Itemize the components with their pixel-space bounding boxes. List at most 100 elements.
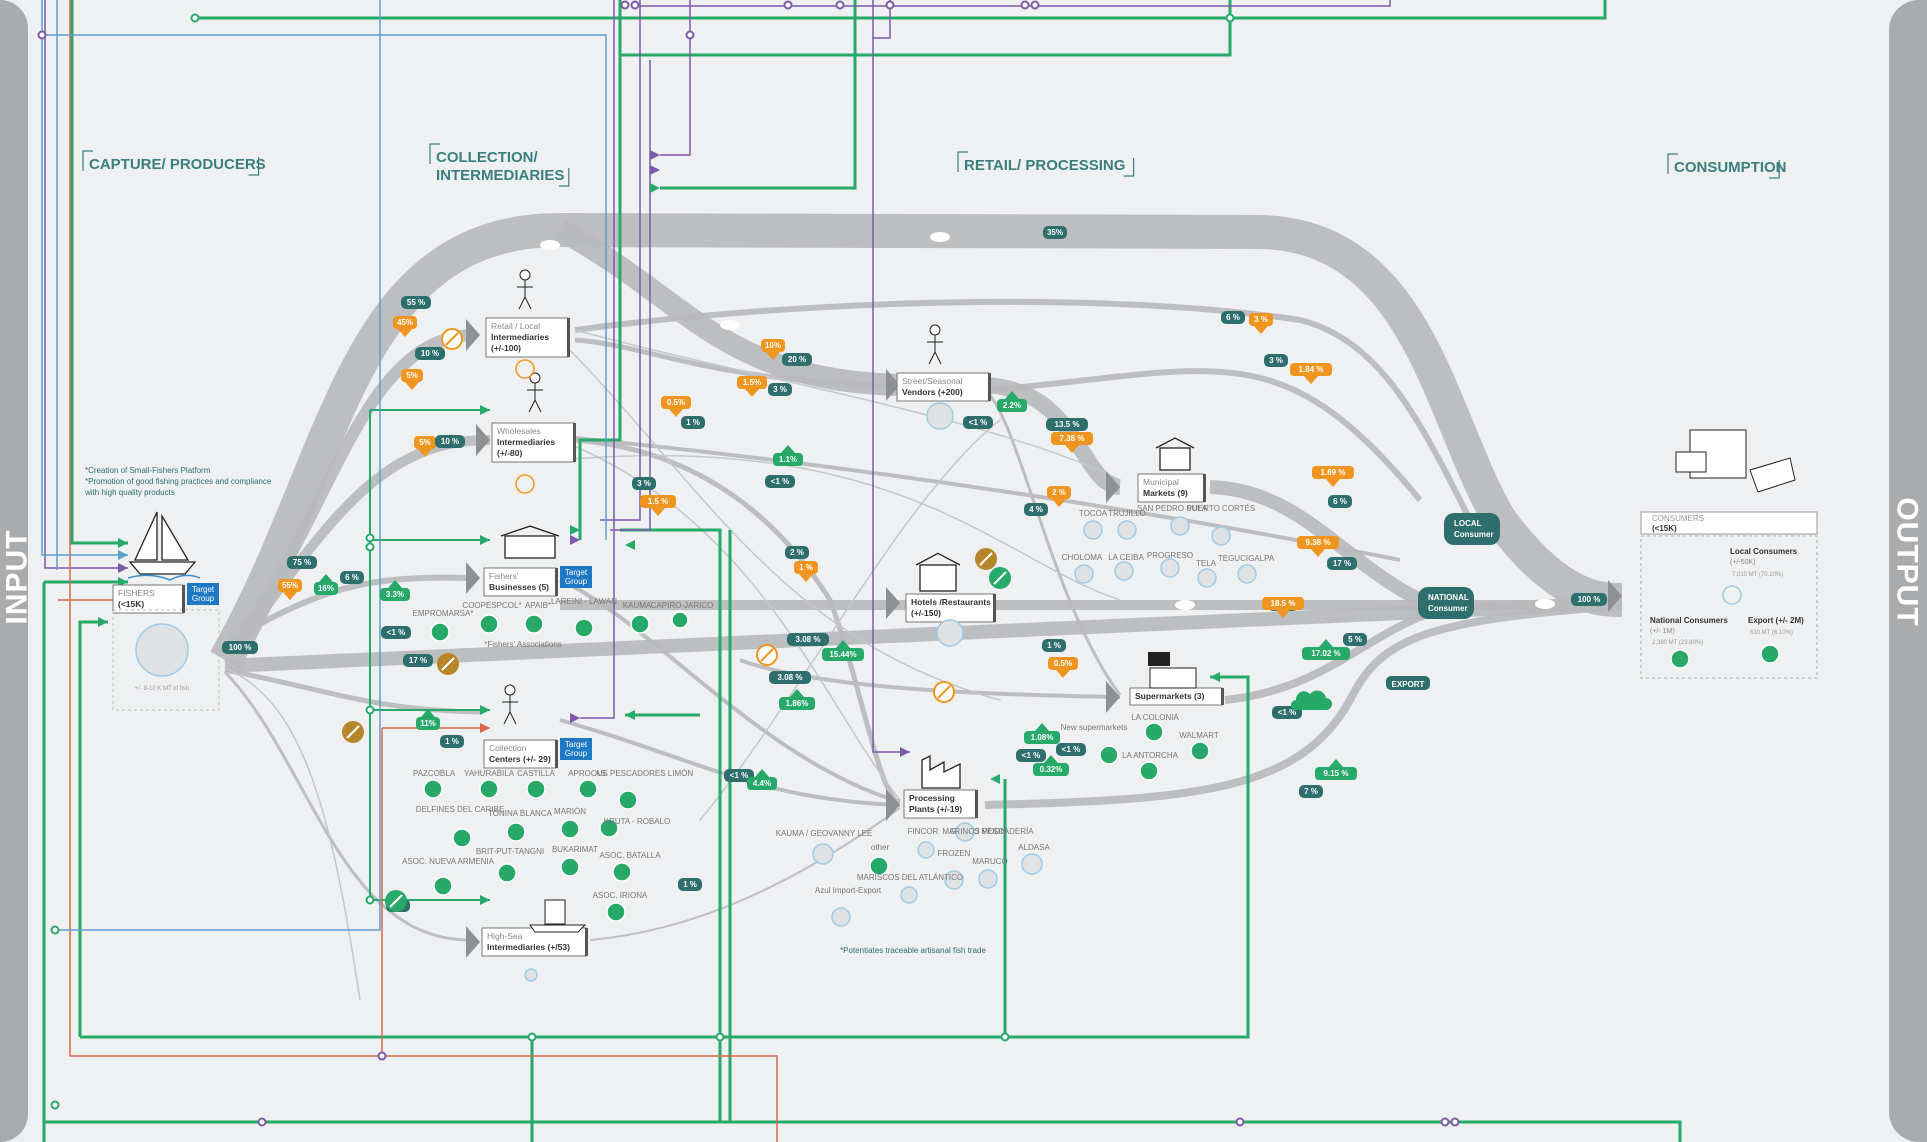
junction-dot bbox=[632, 2, 639, 9]
node-bar bbox=[1221, 688, 1224, 705]
actor-label: TOCOA bbox=[1079, 509, 1108, 518]
actor-circle bbox=[575, 619, 593, 637]
actor-collection bbox=[480, 780, 498, 798]
junction-dot bbox=[1227, 15, 1234, 22]
actor-label: MARISCOS DEL ATLÁNTICO bbox=[857, 873, 963, 882]
export-consumers-mt: 610 MT (6.10%) bbox=[1750, 630, 1793, 636]
local-consumers-mt: 7,010 MT (70.10%) bbox=[1732, 572, 1783, 578]
flow-percentage: 3 % bbox=[637, 479, 651, 488]
junction-dot bbox=[367, 897, 374, 904]
actor-label: FINCOR bbox=[908, 827, 939, 836]
fishing-rod-icon bbox=[343, 722, 363, 742]
flow-percentage: 3 % bbox=[773, 385, 787, 394]
actor-circle bbox=[901, 887, 917, 903]
junction-dot bbox=[529, 1034, 536, 1041]
consumers-title: CONSUMERS bbox=[1652, 514, 1704, 523]
actor-label: KAUMA bbox=[623, 601, 652, 610]
node-label: Retail / Local bbox=[491, 321, 540, 331]
down-arrow-icon bbox=[1311, 549, 1325, 557]
export-consumers-title: Export (+/- 2M) bbox=[1748, 616, 1804, 625]
collector-person-icon bbox=[502, 685, 518, 724]
target-group-label: Group bbox=[565, 749, 588, 758]
junction-dot bbox=[687, 32, 694, 39]
actor-circle bbox=[832, 908, 850, 926]
junction-dot bbox=[622, 2, 629, 9]
node-wholesales: WholesalesIntermediaries(+/-80) bbox=[492, 423, 576, 462]
flow-percentage: 9.15 % bbox=[1324, 769, 1349, 778]
arrow-to-fishers-business bbox=[466, 562, 480, 594]
arrowhead bbox=[480, 535, 490, 545]
note-associations: *Fishers' Associations bbox=[484, 640, 562, 649]
wholesale-circle bbox=[516, 475, 534, 493]
junction-dot bbox=[837, 2, 844, 9]
actor-label: BUKARIMAT bbox=[552, 845, 598, 854]
arrowhead bbox=[118, 538, 128, 548]
actor-circle bbox=[579, 780, 597, 798]
flow-label: 55% bbox=[278, 579, 302, 600]
node-label: Intermediaries bbox=[497, 437, 555, 447]
actor-processing bbox=[832, 908, 850, 926]
down-arrow-icon bbox=[1052, 499, 1066, 507]
flow-percentage: 6 % bbox=[1333, 497, 1347, 506]
national-consumers-count: (+/- 1M) bbox=[1650, 628, 1675, 635]
national-consumers-circle bbox=[1671, 650, 1689, 668]
actor-processing bbox=[901, 887, 917, 903]
arrow-to-wholesales bbox=[476, 424, 490, 456]
local-consumers-count: (+/-50K) bbox=[1730, 559, 1755, 566]
node-label: (+/-100) bbox=[491, 343, 521, 353]
arrow-to-highsea bbox=[466, 926, 480, 958]
no-entry-icon bbox=[934, 682, 954, 702]
actor-supermarkets bbox=[1100, 746, 1118, 764]
flow-label: 17.02 % bbox=[1302, 639, 1350, 660]
flow-highsea-to-processing bbox=[590, 808, 900, 940]
actor-processing bbox=[1022, 854, 1042, 874]
national-consumer-node-label: Consumer bbox=[1428, 604, 1468, 613]
down-arrow-icon bbox=[1304, 376, 1318, 384]
line-green-top-bar bbox=[195, 0, 1230, 18]
node-label: Intermediaries (+/53) bbox=[487, 942, 570, 952]
flow-percentage: 3 % bbox=[1269, 356, 1283, 365]
flow-label: 4 % bbox=[1024, 503, 1048, 516]
line-green-left-top bbox=[72, 0, 128, 543]
actor-circle bbox=[1238, 565, 1256, 583]
fishing-rod-icon bbox=[976, 549, 996, 569]
flow-label: 3 % bbox=[1249, 313, 1273, 334]
node-label: Hotels /Restaurants bbox=[911, 597, 991, 607]
actor-circle bbox=[672, 612, 688, 628]
flow-percentage: <1 % bbox=[771, 477, 789, 486]
actor-collection bbox=[453, 829, 471, 847]
flow-label: 6 % bbox=[1328, 495, 1352, 508]
stage-header-collection: COLLECTION/INTERMEDIARIES bbox=[430, 144, 569, 186]
node-label: Wholesales bbox=[497, 426, 541, 436]
arrowhead bbox=[625, 710, 635, 720]
fish-shop-icon bbox=[1676, 430, 1795, 492]
actor-label: CASTILLA bbox=[517, 769, 555, 778]
actor-circle bbox=[480, 615, 498, 633]
actor-label: MARUCO bbox=[972, 857, 1008, 866]
line-green-bottom-bar bbox=[45, 1122, 1680, 1142]
flow-label: 13.5 % bbox=[1046, 418, 1088, 431]
down-arrow-icon bbox=[1254, 326, 1268, 334]
flow-percentage: 4.4% bbox=[753, 779, 771, 788]
flow-percentage: 2 % bbox=[1052, 488, 1066, 497]
up-arrow-icon bbox=[1319, 639, 1333, 647]
flow-label: 1.08% bbox=[1024, 723, 1060, 744]
actor-circle bbox=[918, 842, 934, 858]
actor-circle bbox=[525, 615, 543, 633]
flow-label: 3 % bbox=[632, 477, 656, 490]
actor-fishers-businesses bbox=[631, 615, 649, 633]
actor-circle bbox=[979, 870, 997, 888]
flow-label: <1 % bbox=[963, 416, 993, 429]
down-arrow-icon bbox=[799, 574, 813, 582]
flow-percentage: 5% bbox=[406, 371, 418, 380]
actor-supermarkets bbox=[1191, 742, 1209, 760]
stage-title: CAPTURE/ PRODUCERS bbox=[89, 156, 266, 173]
actor-collection bbox=[561, 858, 579, 876]
node-label: Fishers' bbox=[489, 571, 519, 581]
up-arrow-icon bbox=[1044, 755, 1058, 763]
flow-label: 10 % bbox=[415, 347, 445, 360]
down-arrow-icon bbox=[398, 329, 412, 337]
junction-dot bbox=[1032, 2, 1039, 9]
flow-label: 35% bbox=[1043, 226, 1067, 239]
actor-label: TEGUCIGALPA bbox=[1218, 554, 1275, 563]
